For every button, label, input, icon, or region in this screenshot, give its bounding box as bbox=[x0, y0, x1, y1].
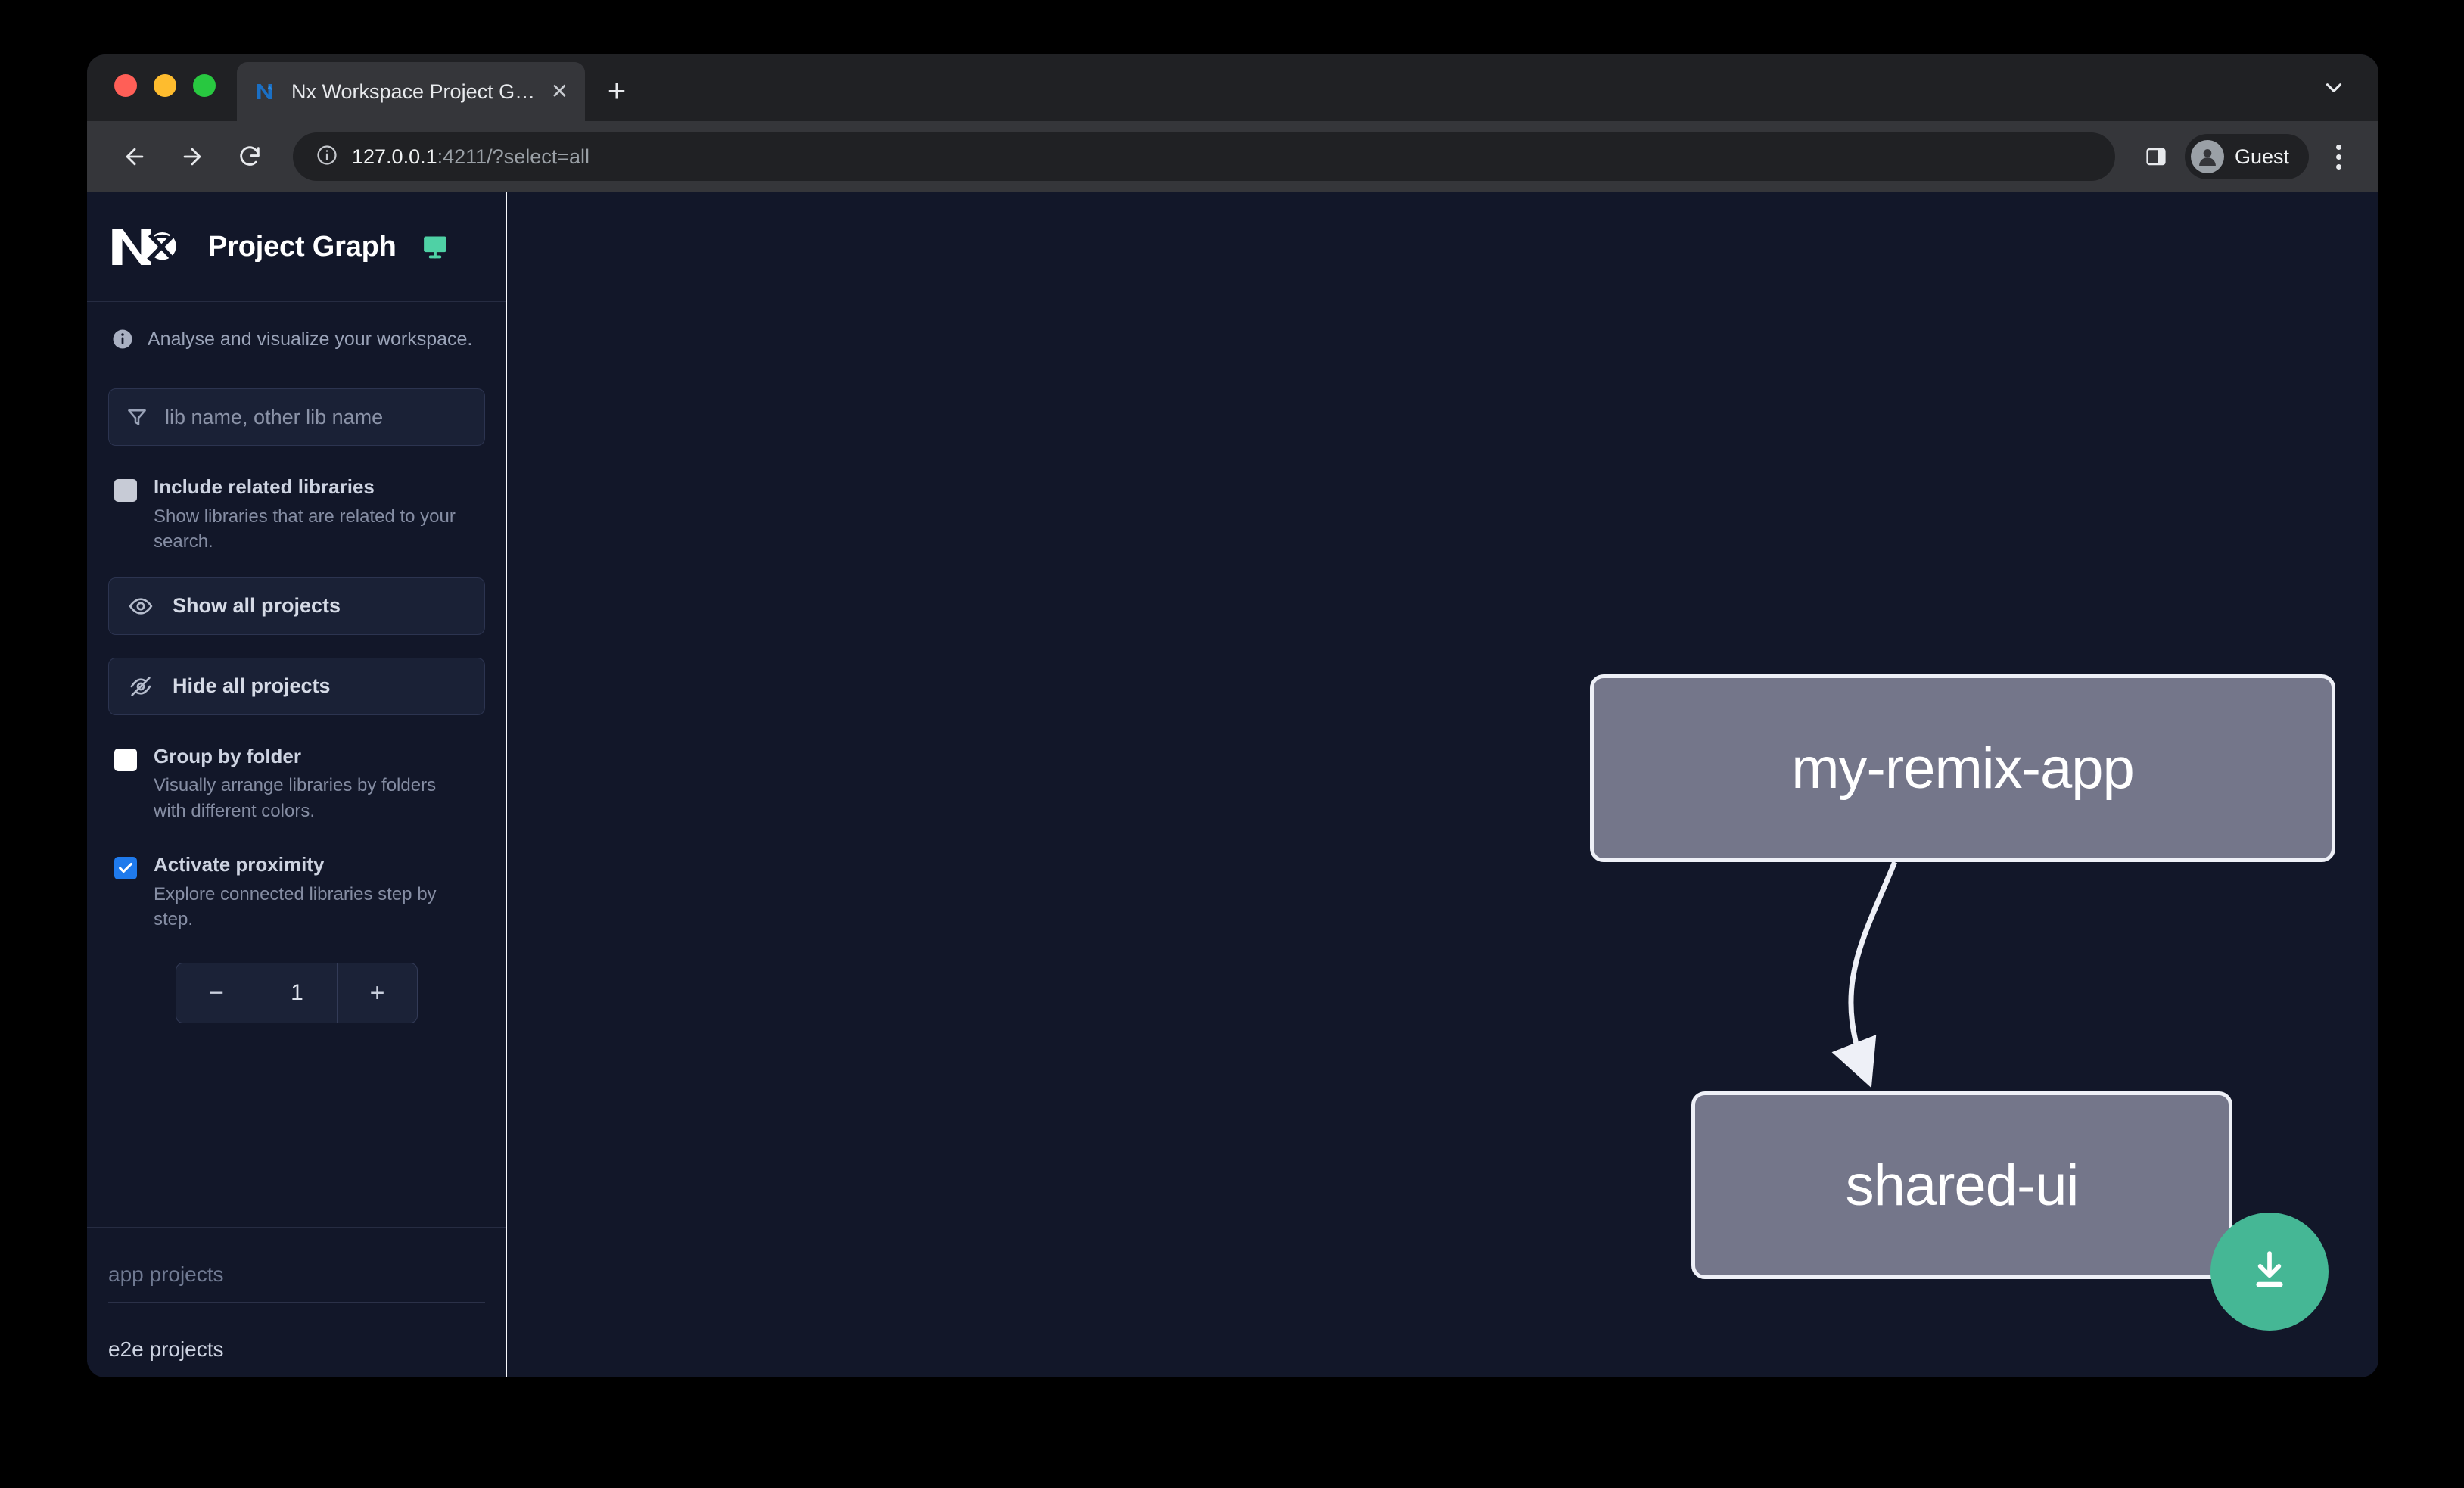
download-button[interactable] bbox=[2210, 1213, 2329, 1331]
monitor-icon[interactable] bbox=[421, 232, 450, 261]
info-circle-icon[interactable] bbox=[316, 144, 338, 170]
tab-title: Nx Workspace Project Graph bbox=[291, 79, 536, 103]
filter-field[interactable] bbox=[108, 388, 485, 446]
filter-funnel-icon bbox=[126, 406, 148, 428]
option-text-group: Activate proximity Explore connected lib… bbox=[154, 852, 471, 932]
stepper-value: 1 bbox=[257, 963, 337, 1023]
option-label: Activate proximity bbox=[154, 853, 325, 876]
eye-icon bbox=[129, 594, 153, 618]
window-traffic-lights bbox=[114, 54, 216, 121]
section-label: app projects bbox=[108, 1262, 224, 1286]
reload-icon[interactable] bbox=[225, 132, 275, 182]
option-include-related-libraries[interactable]: Include related libraries Show libraries… bbox=[108, 475, 485, 555]
minimize-window-button[interactable] bbox=[154, 74, 176, 97]
address-bar-url: 127.0.0.1:4211/?select=all bbox=[352, 145, 590, 169]
close-tab-button[interactable]: ✕ bbox=[550, 79, 569, 103]
section-app-projects[interactable]: app projects bbox=[108, 1228, 485, 1303]
three-dot-menu-icon[interactable] bbox=[2318, 136, 2359, 177]
eye-off-icon bbox=[129, 674, 153, 699]
option-text-group: Include related libraries Show libraries… bbox=[154, 475, 471, 555]
url-path: :4211/?select=all bbox=[437, 145, 590, 168]
option-description: Show libraries that are related to your … bbox=[154, 506, 456, 553]
browser-toolbar: 127.0.0.1:4211/?select=all Guest bbox=[87, 121, 2378, 192]
hide-all-projects-label: Hide all projects bbox=[173, 674, 331, 698]
sidebar-header: Project Graph bbox=[87, 192, 506, 302]
show-all-projects-label: Show all projects bbox=[173, 594, 341, 618]
checkbox-activate-proximity[interactable] bbox=[114, 857, 137, 880]
download-icon bbox=[2246, 1247, 2293, 1297]
option-description: Visually arrange libraries by folders wi… bbox=[154, 775, 437, 821]
sidebar-tagline: Analyse and visualize your workspace. bbox=[87, 302, 506, 350]
new-tab-button[interactable]: + bbox=[607, 73, 627, 108]
checkbox-include-related-libraries[interactable] bbox=[114, 479, 137, 502]
close-window-button[interactable] bbox=[114, 74, 137, 97]
graph-node-shared-ui[interactable]: shared-ui bbox=[1691, 1091, 2232, 1279]
browser-window: Nx Workspace Project Graph ✕ + 127.0.0.1… bbox=[87, 54, 2378, 1377]
url-host: 127.0.0.1 bbox=[352, 145, 437, 168]
project-graph-canvas[interactable]: my-remix-app shared-ui bbox=[507, 192, 2378, 1377]
graph-node-label: my-remix-app bbox=[1791, 736, 2134, 801]
maximize-window-button[interactable] bbox=[193, 74, 216, 97]
nx-logo-icon bbox=[108, 225, 184, 269]
page-title: Project Graph bbox=[208, 230, 397, 263]
option-label: Include related libraries bbox=[154, 475, 375, 498]
search-input[interactable] bbox=[165, 405, 468, 429]
checkbox-group-by-folder[interactable] bbox=[114, 748, 137, 771]
tagline-text: Analyse and visualize your workspace. bbox=[148, 328, 473, 350]
option-activate-proximity[interactable]: Activate proximity Explore connected lib… bbox=[108, 852, 485, 932]
hide-all-projects-button[interactable]: Hide all projects bbox=[108, 657, 485, 715]
forward-arrow-icon[interactable] bbox=[167, 132, 217, 182]
option-description: Explore connected libraries step by step… bbox=[154, 883, 437, 930]
section-label: e2e projects bbox=[108, 1337, 224, 1361]
project-sections: app projects e2e projects bbox=[87, 1227, 506, 1377]
show-all-projects-button[interactable]: Show all projects bbox=[108, 577, 485, 635]
sidebar: Project Graph Analyse and visualize your… bbox=[87, 192, 523, 1377]
chevron-down-icon[interactable] bbox=[2321, 75, 2347, 104]
toolbar-right-cluster: Guest bbox=[2136, 134, 2359, 179]
option-text-group: Group by folder Visually arrange librari… bbox=[154, 744, 471, 824]
graph-edge-my-remix-app-to-shared-ui bbox=[1831, 861, 1897, 1088]
graph-node-label: shared-ui bbox=[1845, 1153, 2080, 1218]
side-panel-icon[interactable] bbox=[2136, 137, 2176, 176]
proximity-stepper: − 1 + bbox=[176, 963, 418, 1024]
profile-name: Guest bbox=[2234, 145, 2289, 168]
option-group-by-folder[interactable]: Group by folder Visually arrange librari… bbox=[108, 744, 485, 824]
tab-strip: Nx Workspace Project Graph ✕ + bbox=[87, 54, 2378, 121]
page-content: Project Graph Analyse and visualize your… bbox=[87, 192, 2378, 1377]
person-avatar-icon bbox=[2190, 140, 2224, 173]
info-icon bbox=[111, 328, 134, 350]
nx-favicon-icon bbox=[254, 79, 279, 104]
section-e2e-projects[interactable]: e2e projects bbox=[108, 1303, 485, 1377]
graph-node-my-remix-app[interactable]: my-remix-app bbox=[1590, 674, 2335, 862]
increment-button[interactable]: + bbox=[337, 963, 417, 1023]
address-bar[interactable]: 127.0.0.1:4211/?select=all bbox=[293, 132, 2115, 181]
profile-chip[interactable]: Guest bbox=[2184, 134, 2309, 179]
option-label: Group by folder bbox=[154, 744, 301, 767]
back-arrow-icon[interactable] bbox=[110, 132, 160, 182]
decrement-button[interactable]: − bbox=[209, 978, 224, 1007]
browser-tab[interactable]: Nx Workspace Project Graph ✕ bbox=[237, 62, 585, 121]
sidebar-controls: Include related libraries Show libraries… bbox=[87, 350, 506, 1194]
